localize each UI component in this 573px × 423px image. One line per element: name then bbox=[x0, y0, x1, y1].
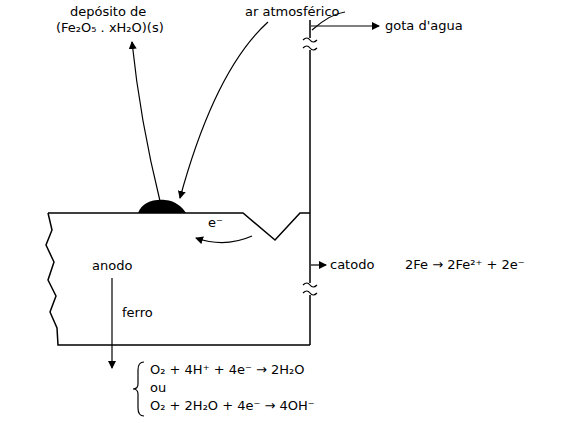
plate-surface bbox=[48, 213, 310, 240]
plate-edge bbox=[46, 213, 310, 345]
break-mark bbox=[303, 38, 317, 295]
label: ar atmosférico bbox=[245, 4, 340, 20]
equation: O₂ + 2H₂O + 4e⁻ → 4OH⁻ bbox=[150, 398, 315, 414]
electron-label: e⁻ bbox=[208, 215, 223, 231]
rust-deposit bbox=[138, 200, 186, 213]
leader-arrow bbox=[311, 25, 379, 26]
label: gota d'agua bbox=[385, 18, 463, 34]
formula-label: (Fe₂O₅ . xH₂O)(s) bbox=[56, 20, 164, 36]
electron-arrow bbox=[196, 236, 252, 243]
equation: O₂ + 4H⁺ + 4e⁻ → 2H₂O bbox=[150, 362, 304, 378]
leader-arrow bbox=[311, 264, 326, 265]
label: ferro bbox=[122, 305, 153, 321]
leader-arrow bbox=[111, 278, 112, 368]
leader-arrow bbox=[132, 42, 160, 201]
label: catodo bbox=[330, 257, 374, 273]
label: anodo bbox=[92, 258, 132, 274]
brace bbox=[133, 362, 144, 416]
equation: 2Fe → 2Fe²⁺ + 2e⁻ bbox=[405, 257, 525, 273]
label: depósito de bbox=[70, 4, 146, 20]
drop-edge bbox=[309, 20, 311, 345]
leader-arrow bbox=[180, 22, 268, 198]
label: ou bbox=[150, 380, 166, 396]
